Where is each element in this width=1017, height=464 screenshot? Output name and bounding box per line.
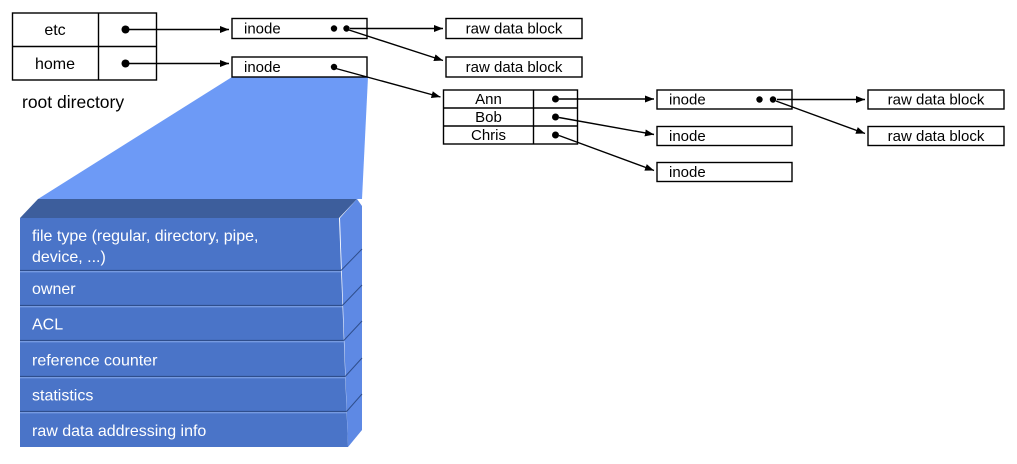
bob-pointer-dot <box>552 113 559 121</box>
inode-etc-pointer-dot-2 <box>343 25 350 32</box>
stack-row-dividers <box>20 269 347 414</box>
stack-row-reference-counter: reference counter <box>32 353 158 370</box>
inode-box-home-label: inode <box>244 59 281 76</box>
inode-zoom-funnel <box>38 77 368 199</box>
raw-data-block-3-label: raw data block <box>888 92 985 109</box>
home-entry-chris: Chris <box>471 127 506 144</box>
home-directory-table: Ann Bob Chris <box>442 89 579 145</box>
raw-data-block-1-label: raw data block <box>466 21 563 38</box>
arrow-ann-inode-to-raw4 <box>775 100 866 135</box>
inode-box-ann: inode <box>656 89 793 110</box>
inode-box-etc-label: inode <box>244 21 281 38</box>
stack-row-statistics: statistics <box>32 388 93 405</box>
arrow-bob-to-inode <box>558 116 655 137</box>
raw-data-block-3: raw data block <box>867 89 1005 110</box>
stack-front-face <box>20 218 348 447</box>
raw-data-block-4-frame <box>867 125 1005 147</box>
inode-box-etc: inode <box>231 17 368 40</box>
pointer-arrows <box>129 25 866 172</box>
inode-box-chris: inode <box>656 161 793 183</box>
inode-box-bob-label: inode <box>669 128 706 145</box>
stack-row-labels: file type (regular, directory, pipe, dev… <box>32 228 258 440</box>
raw-data-block-2: raw data block <box>445 56 583 78</box>
stack-row-acl: ACL <box>32 317 63 334</box>
stack-side-dividers <box>340 248 363 412</box>
inode-home-pointer-dot <box>330 63 338 71</box>
inode-box-home-frame <box>231 56 368 78</box>
stack-row-owner: owner <box>32 281 76 298</box>
root-directory-caption: root directory <box>22 92 124 112</box>
inode-box-bob-frame <box>656 125 793 147</box>
stack-row-raw-data-addressing: raw data addressing info <box>32 423 206 440</box>
inode-box-chris-frame <box>656 161 793 183</box>
home-pointer-dot <box>121 59 130 68</box>
raw-data-block-1: raw data block <box>445 17 583 40</box>
inode-box-bob: inode <box>656 125 793 147</box>
stack-top-face <box>20 199 357 218</box>
stack-row-file-type-line2: device, ...) <box>32 249 106 266</box>
root-entry-home: home <box>35 56 75 73</box>
inode-box-home: inode <box>231 56 368 78</box>
raw-data-block-2-frame <box>445 56 583 78</box>
ann-pointer-dot <box>552 95 559 103</box>
inode-box-ann-label: inode <box>669 92 706 109</box>
inode-detail-stack: file type (regular, directory, pipe, dev… <box>20 199 363 447</box>
root-directory-table: etc home root directory <box>11 12 158 112</box>
etc-pointer-dot <box>121 25 130 34</box>
stack-side-face <box>340 199 362 447</box>
inode-box-chris-label: inode <box>669 164 706 181</box>
chris-pointer-dot <box>552 131 559 139</box>
arrow-chris-to-inode <box>558 134 655 172</box>
root-entry-etc: etc <box>44 22 65 39</box>
arrow-home-inode-to-home-table <box>335 67 441 99</box>
inode-ann-pointer-dot-2 <box>769 96 777 103</box>
home-entry-ann: Ann <box>475 91 502 108</box>
home-entry-bob: Bob <box>475 109 502 126</box>
raw-data-block-3-frame <box>867 89 1005 110</box>
inode-ann-pointer-dot-1 <box>756 96 763 103</box>
raw-data-block-2-label: raw data block <box>466 59 563 76</box>
inode-etc-pointer-dot-1 <box>330 25 338 32</box>
raw-data-block-1-frame <box>445 17 583 40</box>
arrow-etc-inode-to-raw2 <box>348 29 444 62</box>
raw-data-block-4-label: raw data block <box>888 128 985 145</box>
raw-data-block-4: raw data block <box>867 125 1005 147</box>
stack-row-file-type-line1: file type (regular, directory, pipe, <box>32 228 258 245</box>
